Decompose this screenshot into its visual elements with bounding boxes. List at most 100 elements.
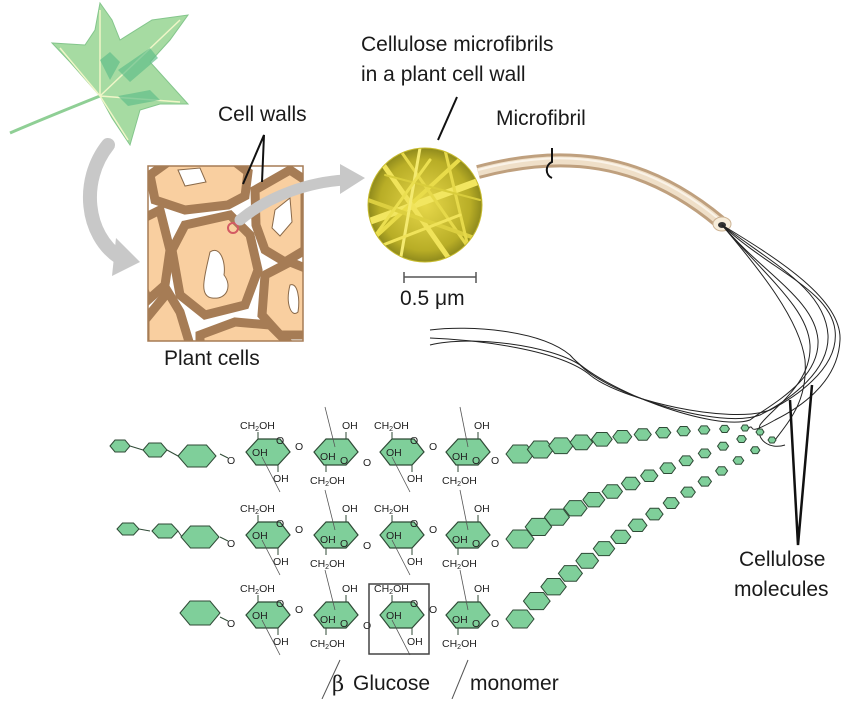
oh-label: OH xyxy=(386,447,402,459)
chem-label: O xyxy=(340,455,348,467)
microfibril-tube xyxy=(476,148,732,232)
tail-ring xyxy=(662,497,680,509)
bond-slash xyxy=(324,489,336,531)
tail-ring xyxy=(627,518,648,533)
leaf-blade xyxy=(50,1,190,147)
tail-ring xyxy=(620,476,641,491)
tail-ring xyxy=(719,424,731,433)
chem-label: O xyxy=(295,604,303,616)
arrow-cells-to-microfibrils xyxy=(234,164,365,226)
ch2oh-label: CH2OH xyxy=(240,503,275,516)
bond-slash xyxy=(391,456,411,493)
ch2oh-label: CH2OH xyxy=(442,475,477,488)
tail-ring xyxy=(755,428,765,436)
oh-label: OH xyxy=(474,503,490,515)
tail-ring xyxy=(612,429,633,444)
bond-slash xyxy=(391,539,411,576)
tail-ring xyxy=(716,441,730,451)
cellulose-molecules-label-line2: molecules xyxy=(734,578,829,601)
ring xyxy=(177,444,217,468)
ch2oh-label: CH2OH xyxy=(374,503,409,516)
chem-label: O xyxy=(410,598,418,610)
oh-label: OH xyxy=(407,636,423,648)
bond-slash xyxy=(324,569,336,611)
tail-ring xyxy=(697,448,712,459)
bond-slash xyxy=(459,406,469,448)
tail-ring xyxy=(601,484,624,499)
ch2oh-label: CH2OH xyxy=(240,420,275,433)
glucose-ring xyxy=(313,521,359,549)
cell-walls-leader-lines xyxy=(242,134,265,185)
bond-slash xyxy=(391,619,411,656)
ch2oh-label: CH2OH xyxy=(374,420,409,433)
tail-ring xyxy=(505,609,535,629)
tail-ring xyxy=(524,517,553,536)
tail-ring xyxy=(633,428,652,441)
oh-label: OH xyxy=(320,614,336,626)
bond-slash xyxy=(261,619,281,656)
leaf-illustration xyxy=(9,1,190,147)
glucose-ring xyxy=(313,438,359,466)
oh-label: OH xyxy=(252,447,268,459)
tail-ring xyxy=(590,432,613,447)
microfibril-micrograph xyxy=(367,147,483,263)
chem-label: O xyxy=(491,618,499,630)
tail-ring xyxy=(697,425,711,435)
microfibrils-leader-line xyxy=(437,96,458,141)
bond-slash xyxy=(459,489,469,531)
ring xyxy=(180,525,220,549)
oh-label: OH xyxy=(452,614,468,626)
chem-label: O xyxy=(472,618,480,630)
arrow-leaf-to-cells xyxy=(82,138,140,276)
tail-ring xyxy=(767,436,777,444)
chem-label: O xyxy=(491,455,499,467)
glucose-ring xyxy=(445,601,491,629)
oh-label: OH xyxy=(342,503,358,515)
tail-ring xyxy=(557,565,584,582)
cell-walls-label: Cell walls xyxy=(218,103,307,126)
chem-label: O xyxy=(429,604,437,616)
chem-label: O xyxy=(295,524,303,536)
oh-label: OH xyxy=(474,583,490,595)
tail-ring xyxy=(749,446,761,455)
chem-label: O xyxy=(227,538,235,550)
bond-slash xyxy=(459,569,469,611)
chem-label: O xyxy=(340,618,348,630)
tail-ring xyxy=(678,455,694,467)
tail-ring xyxy=(740,424,750,432)
tail-ring xyxy=(592,541,616,557)
oh-label: OH xyxy=(342,583,358,595)
chem-label: O xyxy=(276,598,284,610)
tail-ring xyxy=(659,462,677,474)
oh-label: OH xyxy=(407,473,423,485)
bond-slash xyxy=(261,456,281,493)
ch2oh-label: CH2OH xyxy=(310,475,345,488)
oh-label: OH xyxy=(407,556,423,568)
oh-label: OH xyxy=(342,420,358,432)
oh-label: OH xyxy=(474,420,490,432)
chem-label: O xyxy=(276,435,284,447)
chem-label: O xyxy=(472,455,480,467)
chem-label: O xyxy=(410,518,418,530)
tail-ring xyxy=(714,466,729,476)
leaf-stem xyxy=(9,94,101,135)
ring xyxy=(179,600,221,626)
tail-ring xyxy=(645,507,664,521)
chem-label: O xyxy=(227,618,235,630)
ch2oh-label: CH2OH xyxy=(310,558,345,571)
tail-ring xyxy=(505,529,535,549)
beta-symbol: β xyxy=(332,672,345,696)
tail-ring xyxy=(697,476,713,487)
monomer-label: monomer xyxy=(470,672,559,695)
glucose-ring xyxy=(445,438,491,466)
scale-bar-label: 0.5 μm xyxy=(400,287,465,310)
oh-label: OH xyxy=(273,473,289,485)
chem-label: O xyxy=(340,538,348,550)
chem-label: O xyxy=(491,538,499,550)
tail-ring xyxy=(575,552,600,569)
chem-label: O xyxy=(363,620,371,632)
oh-label: OH xyxy=(252,530,268,542)
